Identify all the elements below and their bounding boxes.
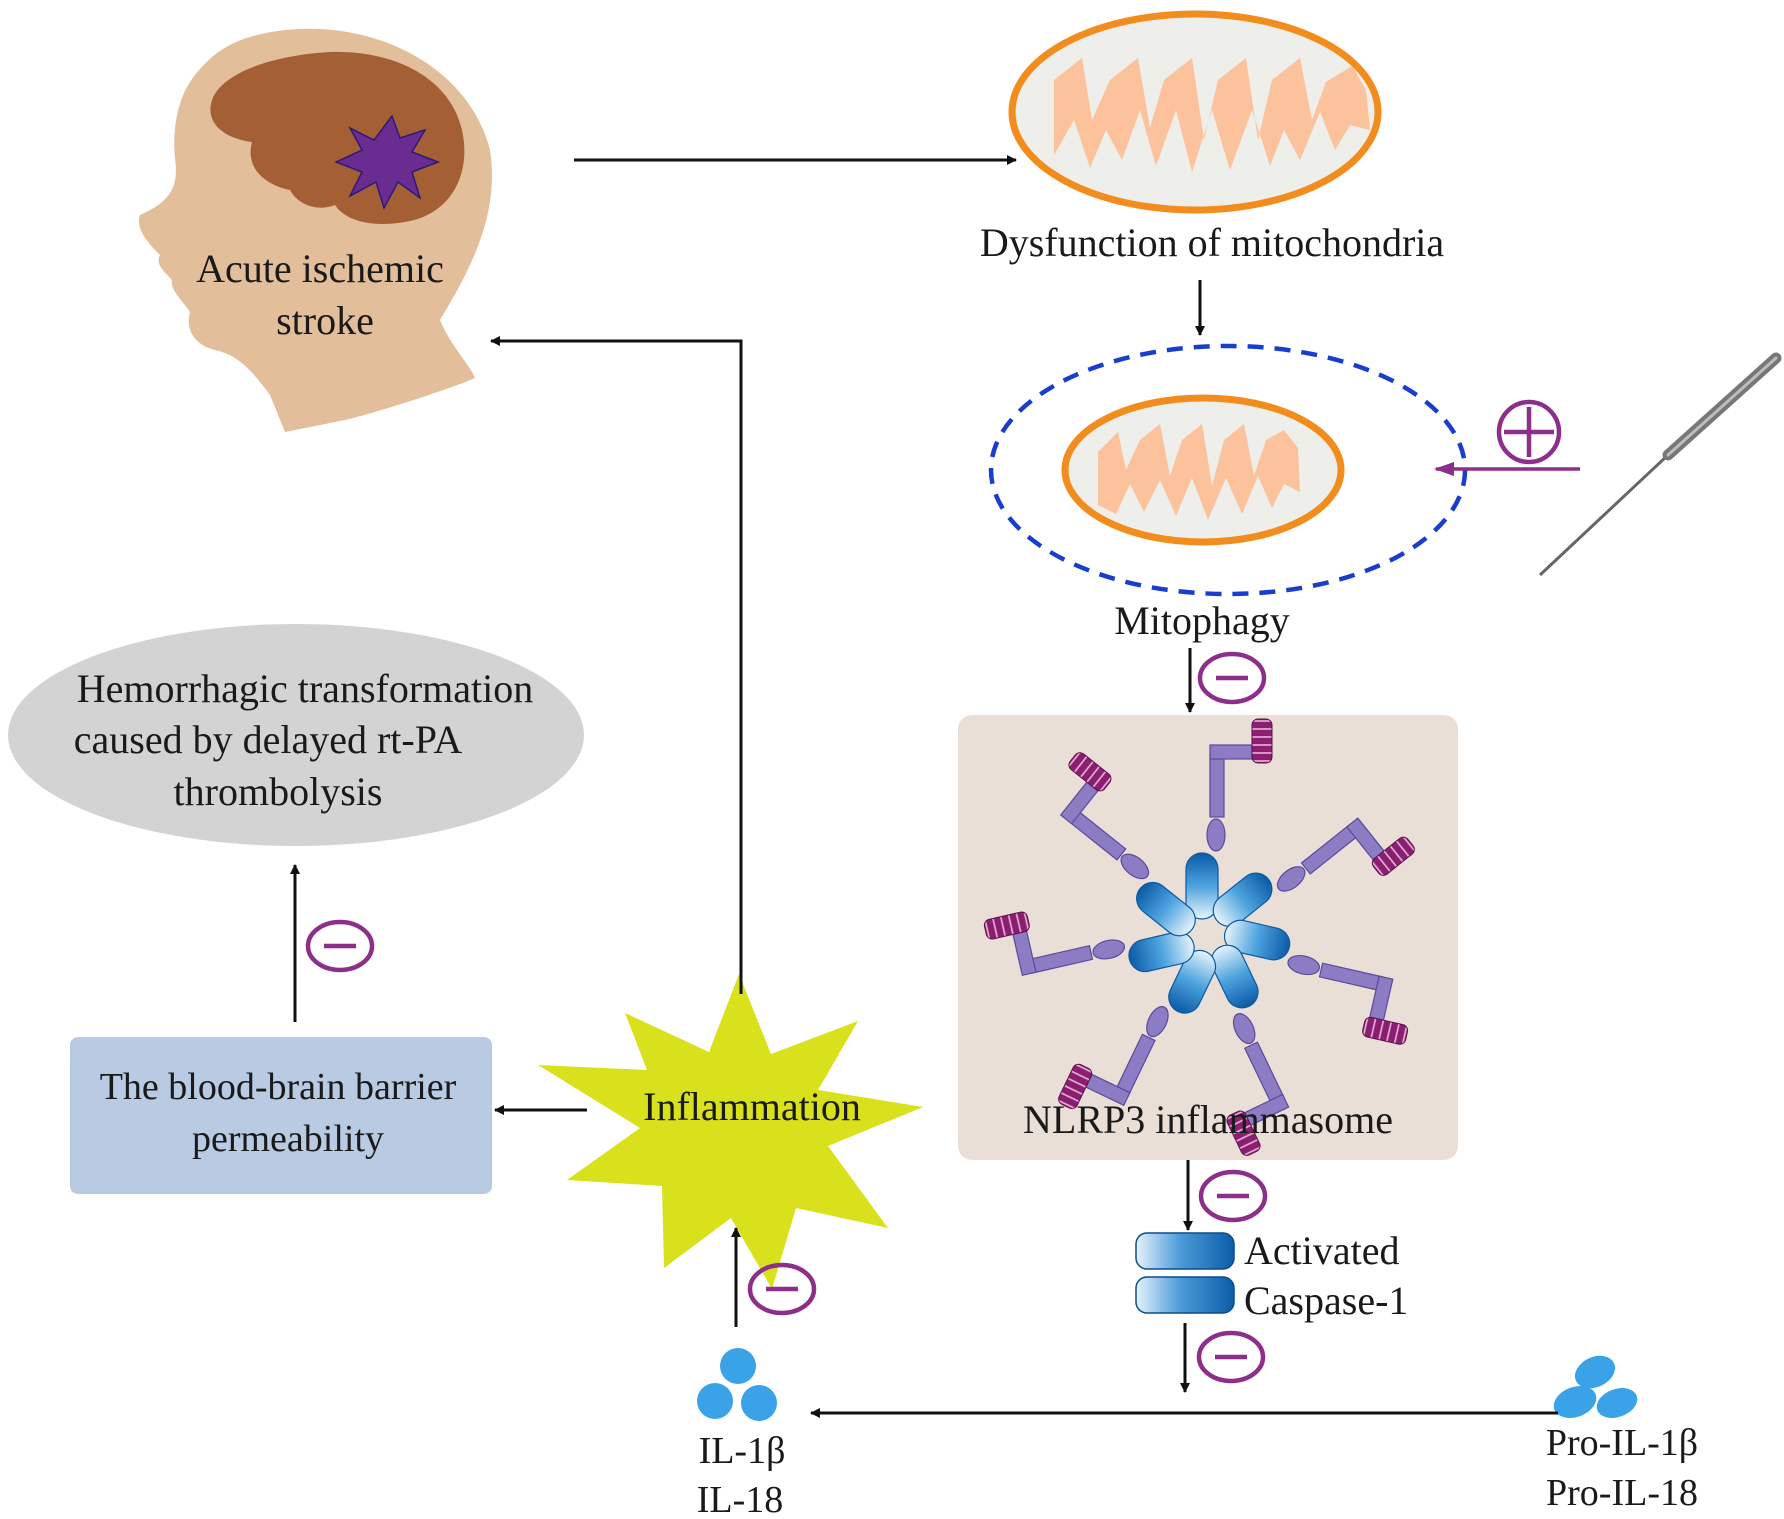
lrr-coil xyxy=(1251,718,1273,764)
bbb-label-line2: permeability xyxy=(192,1118,384,1160)
minus-sign-mitophagy xyxy=(1197,651,1267,705)
nlrp3-box xyxy=(958,715,1458,1160)
inflammation-star-icon xyxy=(538,974,923,1289)
minus-sign-caspase xyxy=(1196,1330,1266,1384)
lrr-coil xyxy=(1058,1063,1093,1110)
nacht-domain xyxy=(1136,881,1196,937)
nlrp3-subunit xyxy=(1058,949,1217,1110)
pyd-domain xyxy=(1287,954,1321,976)
nlrp3-subunit xyxy=(983,911,1195,977)
caspase-label-line2: Caspase-1 xyxy=(1244,1278,1408,1323)
mitochondrion-icon xyxy=(1008,10,1382,214)
cristae-small-icon xyxy=(1098,424,1300,520)
pyd-domain xyxy=(1276,866,1306,892)
pyd-domain xyxy=(1092,939,1126,960)
il-label-line2: IL-18 xyxy=(697,1479,784,1519)
nacht-domain xyxy=(1210,944,1259,1009)
lrr-coil xyxy=(1371,836,1415,876)
proil-label-line2: Pro-IL-18 xyxy=(1546,1472,1698,1514)
caspase-label-line1: Activated xyxy=(1244,1228,1400,1273)
lrr-coil xyxy=(1068,752,1112,792)
nlrp3-subunit xyxy=(1059,752,1196,937)
caspase-icon xyxy=(1135,1232,1235,1314)
il-label-line1: IL-1β xyxy=(699,1430,786,1472)
mitophagy-label: Mitophagy xyxy=(1114,598,1290,643)
nacht-domain xyxy=(1212,872,1273,927)
mitophagy-icon xyxy=(988,343,1468,597)
plus-sign-acupuncture xyxy=(1496,399,1562,465)
acupuncture-needle-icon xyxy=(1538,352,1782,577)
nlrp3-subunit xyxy=(1210,944,1290,1156)
lrr-coil xyxy=(1226,1110,1261,1156)
inflammation-label: Inflammation xyxy=(643,1084,861,1129)
nacht-domain xyxy=(1223,919,1291,961)
bbb-box xyxy=(70,1037,492,1194)
stroke-label-line1: Acute ischemic xyxy=(196,246,444,291)
pyd-domain xyxy=(1232,1013,1256,1045)
pyd-domain xyxy=(1146,1006,1169,1038)
hemorrhagic-ellipse xyxy=(8,624,584,846)
hemorrhagic-label-line1: Hemorrhagic transformation xyxy=(77,666,534,711)
minus-sign-il xyxy=(747,1262,817,1316)
pro-il-molecules-icon xyxy=(1553,1355,1638,1418)
lesion-star-icon xyxy=(334,114,441,210)
nlrp3-subunit xyxy=(1212,817,1415,927)
nacht-domain xyxy=(1168,949,1217,1014)
pyd-domain xyxy=(1206,818,1226,852)
mito-label: Dysfunction of mitochondria xyxy=(980,220,1445,265)
nlrp3-structure-icon xyxy=(983,718,1415,1156)
nacht-domain xyxy=(1128,931,1195,973)
hemorrhagic-label-line2: caused by delayed rt-PA xyxy=(74,717,463,762)
nlrp3-subunit xyxy=(1223,919,1409,1045)
minus-sign-nlrp3 xyxy=(1198,1169,1268,1223)
bbb-label-line1: The blood-brain barrier xyxy=(100,1066,457,1108)
stroke-label-line2: stroke xyxy=(276,298,374,343)
il-molecules-icon xyxy=(697,1348,777,1421)
lrr-coil xyxy=(1362,1016,1409,1045)
nacht-domain xyxy=(1185,852,1219,920)
nlrp3-label: NLRP3 inflammasome xyxy=(1023,1097,1393,1142)
head-icon xyxy=(139,28,492,432)
pyd-domain xyxy=(1120,853,1150,880)
linker-bend xyxy=(1209,744,1253,760)
linker-bar xyxy=(1209,754,1225,818)
arrow-inflammation-to-stroke xyxy=(490,336,743,994)
lrr-coil xyxy=(983,911,1030,940)
minus-sign-bbb xyxy=(305,919,375,973)
hemorrhagic-label-line3: thrombolysis xyxy=(174,769,383,814)
cristae-icon xyxy=(1054,58,1370,172)
proil-label-line1: Pro-IL-1β xyxy=(1546,1422,1698,1464)
nlrp3-subunit xyxy=(1185,718,1273,920)
